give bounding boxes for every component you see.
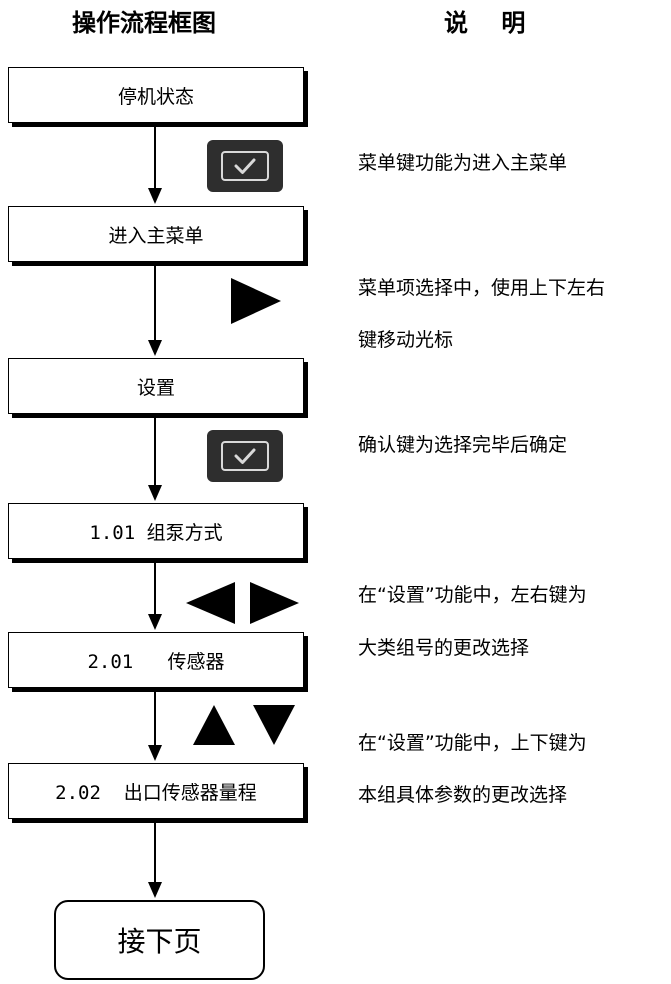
description-left-right-line-2: 大类组号的更改选择: [358, 637, 530, 659]
description-up-down-line-1: 在“设置”功能中，上下键为: [358, 732, 587, 754]
step-enter-main-menu: 进入主菜单: [8, 206, 304, 262]
next-page-terminal: 接下页: [54, 900, 265, 980]
triangle-left-icon: [186, 582, 235, 624]
flow-arrowhead: [148, 188, 162, 204]
description-navigation-line-1: 菜单项选择中，使用上下左右: [358, 277, 606, 299]
step-stopped-state: 停机状态: [8, 67, 304, 123]
description-menu-key: 菜单键功能为进入主菜单: [358, 152, 568, 174]
flow-arrowhead: [148, 614, 162, 630]
flow-arrowhead: [148, 745, 162, 761]
menu-key-button: [207, 140, 283, 192]
check-icon: [234, 448, 256, 464]
triangle-down-icon: [253, 705, 295, 745]
description-navigation-line-2: 键移动光标: [358, 329, 454, 351]
triangle-up-icon: [193, 705, 235, 745]
flow-arrowhead: [148, 485, 162, 501]
triangle-right-icon: [250, 582, 299, 624]
flowchart-heading: 操作流程框图: [72, 9, 216, 37]
confirm-key-button: [207, 430, 283, 482]
step-sensor: 2.01 传感器: [8, 632, 304, 688]
step-outlet-sensor-range: 2.02 出口传感器量程: [8, 763, 304, 819]
flow-arrowhead: [148, 882, 162, 898]
description-left-right-line-1: 在“设置”功能中，左右键为: [358, 584, 587, 606]
description-up-down-line-2: 本组具体参数的更改选择: [358, 784, 568, 806]
step-pump-group-mode: 1.01 组泵方式: [8, 503, 304, 559]
description-confirm-key: 确认键为选择完毕后确定: [358, 434, 568, 456]
step-settings: 设置: [8, 358, 304, 414]
check-icon: [234, 158, 256, 174]
flow-arrowhead: [148, 340, 162, 356]
triangle-right-icon: [231, 278, 281, 324]
description-heading: 说 明: [444, 9, 526, 37]
